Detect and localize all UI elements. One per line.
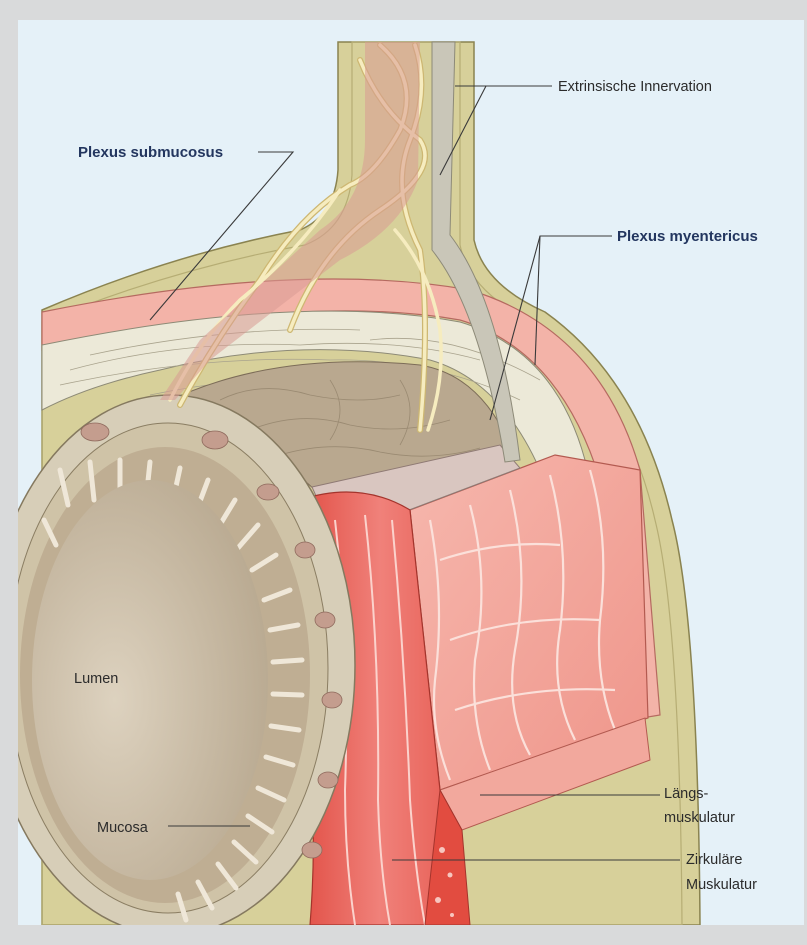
label-plexus-myentericus: Plexus myentericus bbox=[617, 228, 758, 245]
label-zirk-line2: Muskulatur bbox=[686, 877, 757, 893]
label-zirk-line1: Zirkuläre bbox=[686, 852, 742, 868]
label-laengs-line2: muskulatur bbox=[664, 810, 735, 826]
lumen-area bbox=[32, 480, 268, 880]
label-laengs-line1: Längs- bbox=[664, 786, 709, 802]
label-extrinsic-innervation: Extrinsische Innervation bbox=[558, 79, 712, 95]
label-mucosa: Mucosa bbox=[97, 820, 149, 836]
label-plexus-submucosus: Plexus submucosus bbox=[78, 144, 223, 161]
label-lumen: Lumen bbox=[74, 671, 118, 687]
